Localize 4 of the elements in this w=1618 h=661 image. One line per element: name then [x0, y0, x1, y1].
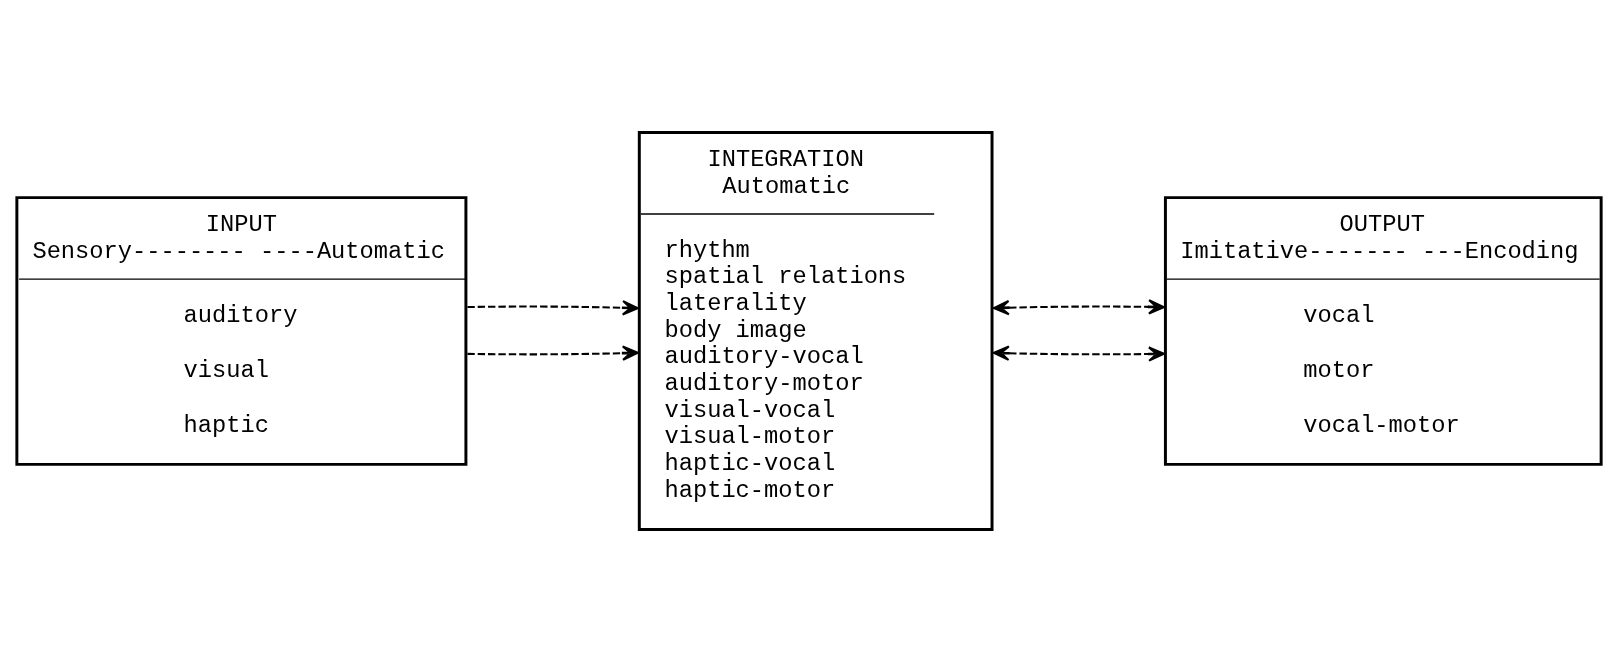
arrow	[992, 298, 1165, 315]
arrow	[992, 345, 1165, 362]
arrow	[467, 299, 639, 315]
arrow	[467, 344, 639, 361]
